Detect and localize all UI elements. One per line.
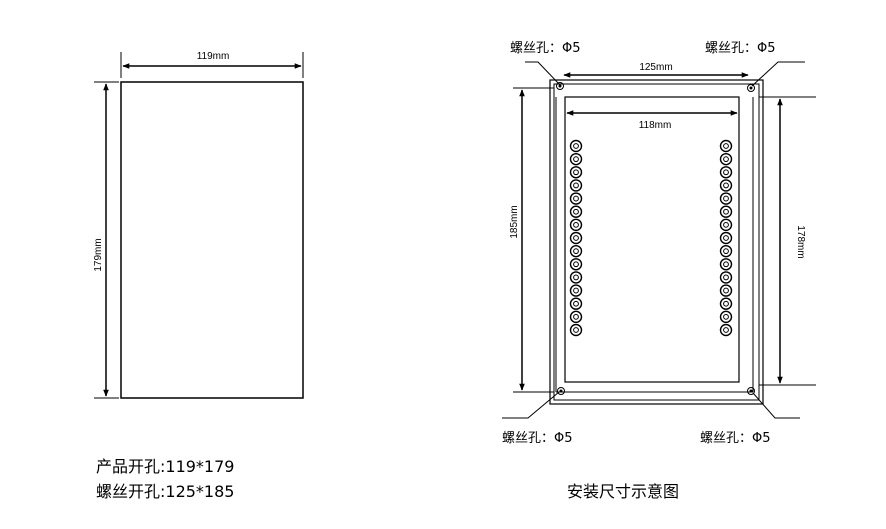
cutout-rectangle — [120, 81, 304, 399]
outer-width-label: 125mm — [639, 62, 672, 73]
terminal-ring — [569, 258, 583, 271]
terminal-ring — [569, 310, 583, 324]
cutout-width-label: 119mm — [197, 51, 230, 62]
terminal-ring — [719, 179, 733, 192]
terminal-ring — [719, 323, 733, 337]
screw-label-top-right: 螺丝孔：Φ5 — [705, 41, 776, 56]
screw-holes — [556, 82, 755, 395]
screw-label-top-left: 螺丝孔：Φ5 — [510, 41, 581, 56]
cutout-diagram — [94, 52, 304, 399]
terminal-ring — [569, 139, 583, 153]
screw-cutout-caption: 螺丝开孔:125*185 — [96, 482, 234, 501]
terminal-ring — [719, 258, 733, 271]
terminal-ring — [719, 139, 733, 153]
cutout-height-label: 179mm — [93, 238, 104, 271]
housing-outer — [549, 79, 764, 405]
terminal-ring — [719, 244, 733, 258]
terminal-ring — [719, 231, 733, 245]
terminal-column-right — [719, 139, 733, 337]
terminal-ring — [719, 205, 733, 218]
terminal-ring — [569, 166, 583, 179]
terminal-ring — [719, 166, 733, 179]
terminal-ring — [569, 271, 583, 284]
terminal-ring — [569, 284, 583, 297]
left-height-label: 185mm — [509, 205, 520, 238]
terminal-ring — [719, 192, 733, 205]
terminal-ring — [569, 152, 583, 166]
terminal-ring — [569, 218, 583, 232]
terminal-ring — [719, 271, 733, 284]
terminal-ring — [719, 284, 733, 297]
terminal-ring — [569, 231, 583, 245]
terminal-ring — [569, 192, 583, 205]
front-panel — [564, 96, 740, 383]
terminal-ring — [569, 205, 583, 218]
screw-label-bottom-left: 螺丝孔：Φ5 — [502, 431, 573, 446]
terminal-ring — [569, 179, 583, 192]
screw-hole-bottom-left — [557, 387, 565, 395]
inner-width-label: 118mm — [639, 120, 672, 131]
terminal-ring — [719, 297, 733, 310]
product-cutout-caption: 产品开孔:119*179 — [96, 457, 234, 476]
leader-line-bottom-right — [752, 392, 800, 419]
mounting-diagram — [502, 61, 816, 419]
terminal-ring — [719, 218, 733, 232]
installation-title: 安装尺寸示意图 — [567, 482, 679, 501]
terminal-ring — [569, 297, 583, 310]
terminal-ring — [569, 323, 583, 337]
screw-hole-top-left — [556, 82, 564, 90]
screw-hole-top-right — [747, 84, 755, 92]
right-height-label: 178mm — [795, 225, 806, 258]
leader-line-top-left — [525, 61, 561, 86]
screw-hole-bottom-right — [747, 387, 755, 395]
terminal-ring — [569, 244, 583, 258]
screw-label-bottom-right: 螺丝孔：Φ5 — [700, 431, 771, 446]
leader-line-bottom-left — [502, 391, 560, 419]
terminal-ring — [719, 310, 733, 324]
leader-line-top-right — [751, 61, 805, 87]
terminal-ring — [719, 152, 733, 166]
housing-inner-edge — [553, 83, 760, 401]
terminal-column-left — [569, 139, 583, 337]
